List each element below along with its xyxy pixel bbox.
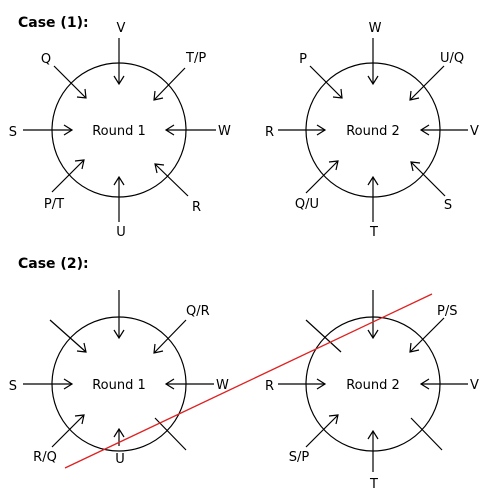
arrow-nw xyxy=(53,65,87,99)
point-label-ne: P/S xyxy=(437,304,457,319)
point-label-sw: S/P xyxy=(289,450,310,465)
point-label-e: V xyxy=(470,124,479,139)
arrow-s xyxy=(113,175,125,222)
arrow-w xyxy=(23,378,74,390)
arrow-nw xyxy=(49,319,87,353)
point-label-se: R xyxy=(192,200,201,215)
arrow-sw xyxy=(51,159,85,193)
arrow-nw xyxy=(309,65,343,99)
point-label-nw: P xyxy=(299,52,307,67)
arrow-sw xyxy=(305,414,339,448)
point-label-ne: Q/R xyxy=(186,304,210,319)
arrow-e xyxy=(164,124,216,136)
round-diagram-case2-round1: Round 1 Q/R W U R/Q S xyxy=(9,290,229,467)
point-label-w: R xyxy=(265,379,274,394)
arrow-n xyxy=(113,290,125,340)
arrow-e xyxy=(419,124,468,136)
point-label-e: V xyxy=(470,378,479,393)
point-label-sw: Q/U xyxy=(295,197,319,212)
case-1-title: Case (1): xyxy=(18,15,89,31)
point-label-se: S xyxy=(444,198,452,213)
arrow-se xyxy=(410,161,446,197)
arrow-se xyxy=(154,163,189,197)
arrow-s xyxy=(367,429,379,472)
point-label-s: T xyxy=(369,477,378,492)
round-label: Round 1 xyxy=(92,124,146,139)
arrow-n xyxy=(113,38,125,86)
point-label-e: W xyxy=(216,378,229,393)
point-label-n: V xyxy=(117,21,126,36)
arrow-w xyxy=(278,124,327,136)
round-diagram-case2-round2: Round 2 P/S V T S/P R xyxy=(265,290,479,492)
arrow-e xyxy=(164,378,214,390)
point-label-ne: T/P xyxy=(185,51,206,66)
arrow-ne xyxy=(153,319,187,354)
case-2-title: Case (2): xyxy=(18,256,89,272)
arrow-sw xyxy=(51,414,85,448)
point-label-n: W xyxy=(369,21,382,36)
arrow-s xyxy=(367,175,379,222)
arrow-ne xyxy=(153,67,186,101)
point-label-s: U xyxy=(115,452,125,467)
red-cut-line xyxy=(64,293,433,469)
arrow-nw xyxy=(305,319,342,353)
point-label-w: R xyxy=(265,125,274,140)
arrow-n xyxy=(367,38,379,86)
arrow-e xyxy=(419,378,468,390)
arrow-sw xyxy=(305,160,339,194)
point-label-nw: Q xyxy=(41,52,51,67)
arrow-ne xyxy=(409,65,445,101)
point-label-s: U xyxy=(116,225,126,240)
arrow-ne xyxy=(409,317,445,353)
round-diagram-case1-round2: Round 2 W U/Q V S T Q/U R P xyxy=(265,21,479,240)
point-label-ne: U/Q xyxy=(440,51,464,66)
round-label: Round 1 xyxy=(92,378,146,393)
point-label-w: S xyxy=(9,379,17,394)
round-label: Round 2 xyxy=(346,378,400,393)
arrow-se xyxy=(410,417,443,451)
arrow-w xyxy=(23,124,74,136)
round-diagram-case1-round1: Round 1 V T/P W R U P/T S Q xyxy=(9,21,231,240)
point-label-s: T xyxy=(369,225,378,240)
point-label-sw: P/T xyxy=(44,197,64,212)
point-label-w: S xyxy=(9,125,17,140)
arrow-s xyxy=(113,427,125,446)
round-label: Round 2 xyxy=(346,124,400,139)
arrow-n xyxy=(367,290,379,340)
point-label-e: W xyxy=(218,124,231,139)
arrow-w xyxy=(278,378,327,390)
point-label-sw: R/Q xyxy=(33,450,57,465)
